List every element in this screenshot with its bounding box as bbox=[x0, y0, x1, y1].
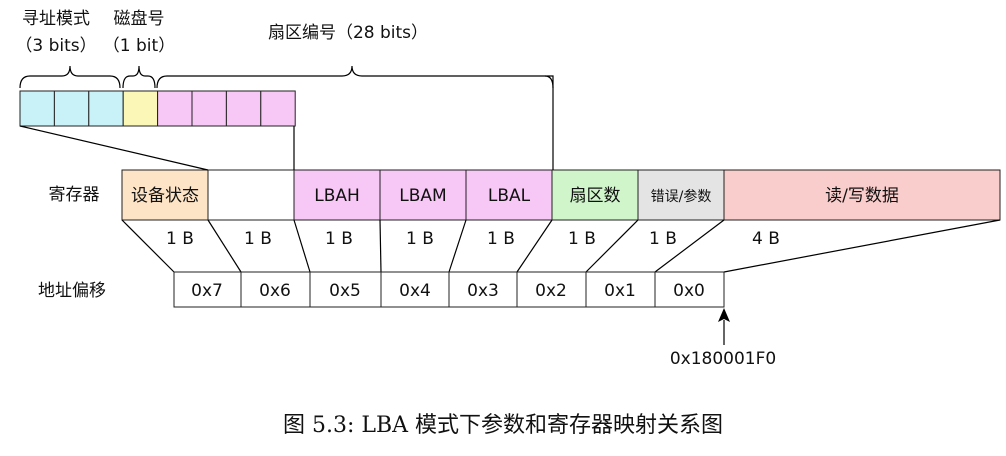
bit-cell-1 bbox=[53, 90, 90, 127]
offset-map-line-4 bbox=[448, 219, 467, 273]
addr-mode-brace bbox=[19, 65, 121, 89]
offset-label-0x7: 0x7 bbox=[191, 281, 223, 301]
bit-cell-0 bbox=[19, 90, 55, 127]
figure-caption: 图 5.3: LBA 模式下参数和寄存器映射关系图 bbox=[283, 413, 723, 438]
bit-cells bbox=[19, 90, 296, 127]
addr-mode-bits: （3 bits） bbox=[15, 36, 96, 56]
register-label-lbal: LBAL bbox=[488, 186, 531, 206]
register-box-lbam bbox=[379, 169, 467, 221]
register-box-unnamed bbox=[207, 169, 295, 221]
bit-cell-6 bbox=[225, 90, 262, 127]
sector-no-brace bbox=[156, 65, 554, 89]
disk-no-brace bbox=[122, 65, 156, 89]
bit-cell-5 bbox=[191, 90, 227, 127]
offset-label-0x3: 0x3 bbox=[467, 281, 499, 301]
bit-cell-7 bbox=[260, 90, 296, 127]
size-label-lbal: 1 B bbox=[487, 229, 515, 249]
offset-box-0x6 bbox=[240, 271, 311, 308]
offset-box-0x0 bbox=[654, 271, 725, 308]
size-label-error-param: 1 B bbox=[649, 229, 677, 249]
register-box-rw-data bbox=[723, 169, 1001, 221]
size-label-unnamed: 1 B bbox=[244, 229, 272, 249]
disk-no-title: 磁盘号 bbox=[114, 9, 165, 29]
register-box-sector-count bbox=[551, 169, 639, 221]
offset-map-line-7 bbox=[654, 219, 725, 273]
register-box-device-status bbox=[121, 169, 209, 221]
offset-map-line-6 bbox=[585, 219, 639, 273]
offset-label-0x6: 0x6 bbox=[259, 281, 291, 301]
size-label-device-status: 1 B bbox=[166, 229, 194, 249]
offset-label-0x1: 0x1 bbox=[604, 281, 636, 301]
register-box-lbal bbox=[465, 169, 553, 221]
offset-map-line-5 bbox=[516, 219, 553, 273]
offset-row-label: 地址偏移 bbox=[38, 281, 106, 301]
register-label-lbah: LBAH bbox=[314, 186, 360, 206]
bit-cell-4 bbox=[157, 90, 193, 127]
register-label-device-status: 设备状态 bbox=[131, 186, 199, 206]
register-label-sector-count: 扇区数 bbox=[570, 186, 621, 206]
register-label-rw-data: 读/写数据 bbox=[825, 186, 899, 206]
register-box-lbah bbox=[293, 169, 381, 221]
offset-label-0x2: 0x2 bbox=[535, 281, 567, 301]
register-box-error-param bbox=[637, 169, 725, 221]
map-line-addr-mode bbox=[19, 125, 209, 171]
sector-no-label: 扇区编号（28 bits） bbox=[268, 23, 428, 43]
base-address-arrow-head-icon bbox=[718, 308, 730, 322]
disk-no-bits: （1 bit） bbox=[103, 36, 175, 56]
map-line-sector-low bbox=[545, 75, 554, 170]
size-label-lbam: 1 B bbox=[406, 229, 434, 249]
offset-label-0x0: 0x0 bbox=[673, 281, 705, 301]
size-label-sector-count: 1 B bbox=[568, 229, 596, 249]
base-address-label: 0x180001F0 bbox=[670, 349, 776, 369]
offset-box-0x4 bbox=[380, 271, 450, 308]
addr-mode-title: 寻址模式 bbox=[22, 9, 90, 29]
bit-cell-3 bbox=[122, 90, 159, 127]
offset-label-0x4: 0x4 bbox=[399, 281, 431, 301]
size-label-lbah: 1 B bbox=[325, 229, 353, 249]
offset-map-line-8 bbox=[723, 219, 1001, 273]
offset-map-line-3 bbox=[379, 219, 382, 273]
offset-map-line-0 bbox=[121, 219, 175, 273]
offset-label-0x5: 0x5 bbox=[329, 281, 361, 301]
register-label-error-param: 错误/参数 bbox=[651, 188, 712, 205]
bit-cell-2 bbox=[88, 90, 124, 127]
offset-box-0x2 bbox=[516, 271, 587, 308]
registers-row-label: 寄存器 bbox=[49, 185, 100, 205]
size-label-rw-data: 4 B bbox=[752, 229, 780, 249]
offset-map-line-1 bbox=[207, 219, 242, 273]
offset-map-line-2 bbox=[293, 219, 311, 273]
register-label-lbam: LBAM bbox=[399, 186, 446, 206]
